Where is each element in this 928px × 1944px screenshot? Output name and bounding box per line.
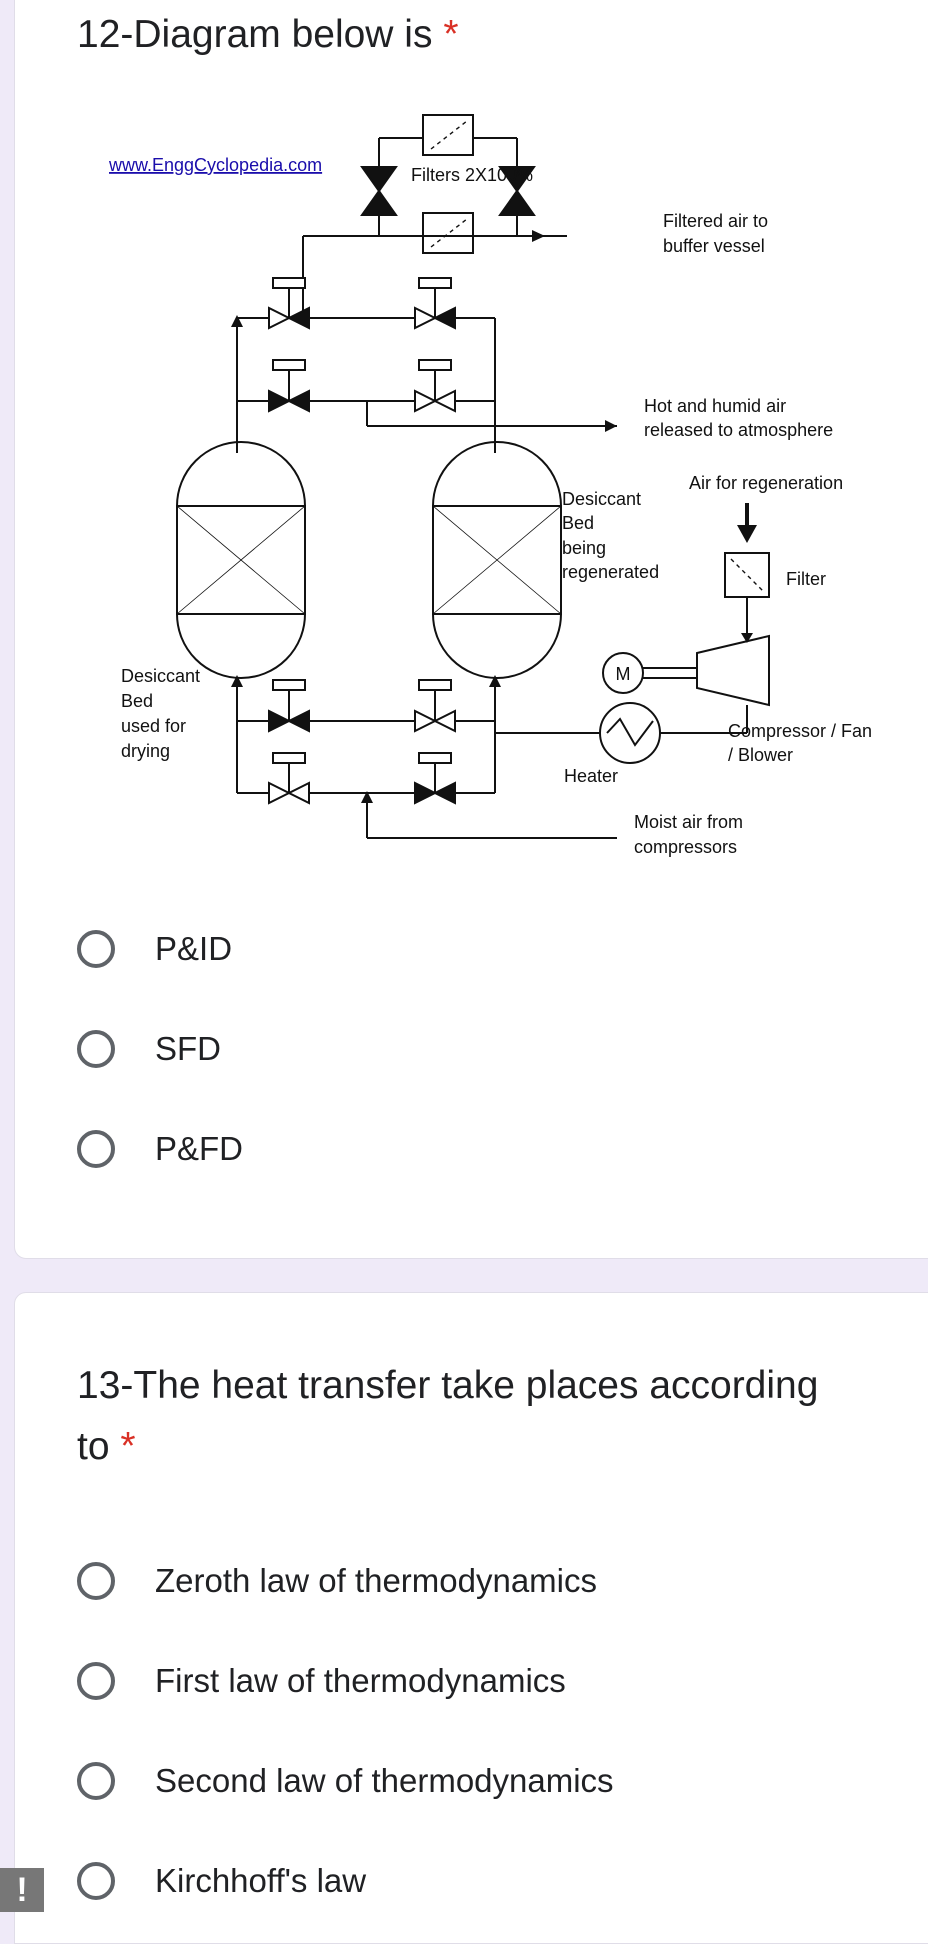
regen-bed-label-2: Bed bbox=[562, 513, 594, 533]
radio-button[interactable] bbox=[77, 1762, 115, 1800]
option-sfd[interactable]: SFD bbox=[77, 1019, 221, 1079]
regen-bed-label-3: being bbox=[562, 538, 606, 558]
option-label: Kirchhoff's law bbox=[155, 1862, 367, 1899]
option-label: P&ID bbox=[155, 930, 233, 967]
option-pfd[interactable]: P&FD bbox=[77, 1119, 243, 1179]
filter-label: Filter bbox=[786, 569, 826, 589]
option-first-law[interactable]: First law of thermodynamics bbox=[77, 1651, 566, 1711]
question-13-title: 13-The heat transfer take places accordi… bbox=[77, 1364, 819, 1468]
option-second-law[interactable]: Second law of thermodynamics bbox=[77, 1751, 614, 1811]
hot-air-label-1: Hot and humid air bbox=[644, 396, 786, 416]
option-zeroth-law[interactable]: Zeroth law of thermodynamics bbox=[77, 1551, 597, 1611]
regen-bed-label-4: regenerated bbox=[562, 562, 659, 582]
option-label: First law of thermodynamics bbox=[155, 1662, 566, 1699]
question-card-13: 13-The heat transfer take places accordi… bbox=[14, 1292, 928, 1944]
watermark-link: www.EnggCyclopedia.com bbox=[108, 155, 322, 175]
drying-bed-label-2: Bed bbox=[121, 691, 153, 711]
moist-air-label-1: Moist air from bbox=[634, 812, 743, 832]
option-kirchhoff-law[interactable]: Kirchhoff's law bbox=[77, 1851, 366, 1911]
option-pid[interactable]: P&ID bbox=[77, 919, 232, 979]
filtered-air-label-1: Filtered air to bbox=[663, 211, 768, 231]
question-card-12: 12-Diagram below is * bbox=[14, 0, 928, 1259]
regen-bed-label-1: Desiccant bbox=[562, 489, 641, 509]
drying-bed-label-4: drying bbox=[121, 741, 170, 761]
compressor-label-1: Compressor / Fan bbox=[728, 721, 872, 741]
question-12-title: 12-Diagram below is * bbox=[77, 13, 459, 56]
radio-button[interactable] bbox=[77, 1130, 115, 1168]
radio-button[interactable] bbox=[77, 1562, 115, 1600]
required-asterisk: * bbox=[120, 1425, 136, 1468]
drying-bed-label-3: used for bbox=[121, 716, 186, 736]
filtered-air-label-2: buffer vessel bbox=[663, 236, 765, 256]
dryer-diagram: www.EnggCyclopedia.com Filters 2X100% Fi… bbox=[108, 114, 872, 857]
drying-bed-label-1: Desiccant bbox=[121, 666, 200, 686]
radio-button[interactable] bbox=[77, 930, 115, 968]
radio-button[interactable] bbox=[77, 1862, 115, 1900]
radio-button[interactable] bbox=[77, 1662, 115, 1700]
motor-label: M bbox=[616, 664, 631, 684]
compressor-label-2: / Blower bbox=[728, 745, 793, 765]
hot-air-label-2: released to atmosphere bbox=[644, 420, 833, 440]
required-asterisk: * bbox=[443, 13, 459, 56]
option-label: Zeroth law of thermodynamics bbox=[155, 1562, 598, 1599]
filters-label: Filters 2X100% bbox=[411, 165, 533, 185]
alert-icon[interactable]: ! bbox=[0, 1868, 44, 1912]
heater-label: Heater bbox=[564, 766, 618, 786]
option-label: P&FD bbox=[155, 1130, 244, 1167]
air-regen-label: Air for regeneration bbox=[689, 473, 843, 493]
option-label: Second law of thermodynamics bbox=[155, 1762, 614, 1799]
radio-button[interactable] bbox=[77, 1030, 115, 1068]
moist-air-label-2: compressors bbox=[634, 837, 737, 857]
option-label: SFD bbox=[155, 1030, 221, 1067]
